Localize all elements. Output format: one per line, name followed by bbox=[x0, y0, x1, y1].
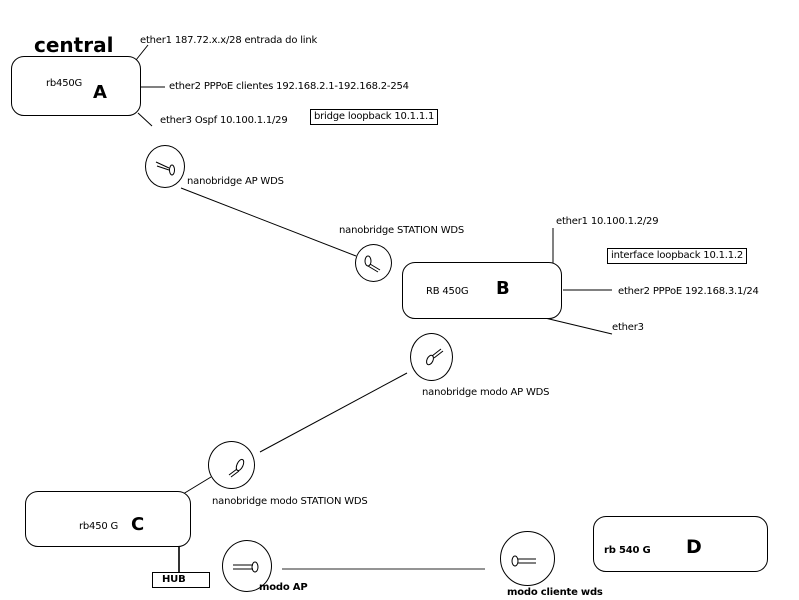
antenna-bc-ap-label: nanobridge modo AP WDS bbox=[422, 387, 550, 398]
router-d-letter: D bbox=[686, 536, 702, 558]
antenna-bc-station[interactable] bbox=[208, 441, 255, 489]
antenna-ab-station[interactable] bbox=[355, 244, 392, 282]
antenna-ab-ap[interactable] bbox=[145, 145, 185, 188]
site-title: central bbox=[34, 33, 114, 57]
antenna-ab-station-label: nanobridge STATION WDS bbox=[339, 225, 465, 236]
router-a[interactable] bbox=[11, 56, 141, 116]
b-ether2-label: ether2 PPPoE 192.168.3.1/24 bbox=[618, 286, 759, 297]
hub-box[interactable]: HUB bbox=[152, 572, 210, 588]
antenna-cd-client[interactable] bbox=[500, 531, 555, 586]
antenna-cd-ap-label: modo AP bbox=[259, 582, 308, 593]
bc-wireless-link bbox=[259, 372, 408, 453]
b-loopback-box: interface loopback 10.1.1.2 bbox=[607, 248, 748, 264]
b-ether3-line bbox=[544, 317, 613, 335]
router-a-letter: A bbox=[93, 82, 107, 103]
router-b-letter: B bbox=[496, 278, 510, 299]
antenna-bc-station-label: nanobridge modo STATION WDS bbox=[212, 496, 368, 507]
router-b-model: RB 450G bbox=[426, 286, 469, 297]
hub-label: HUB bbox=[162, 574, 186, 585]
antenna-cd-ap[interactable] bbox=[222, 540, 272, 592]
antenna-cd-client-label: modo cliente wds bbox=[507, 587, 603, 598]
a-ether3-line bbox=[137, 112, 153, 127]
b-ether3-label: ether3 bbox=[612, 322, 644, 333]
a-ether1-line bbox=[135, 44, 149, 61]
router-c[interactable] bbox=[25, 491, 191, 547]
antenna-ab-ap-label: nanobridge AP WDS bbox=[187, 176, 284, 187]
ab-wireless-link bbox=[180, 187, 357, 257]
router-b[interactable] bbox=[402, 262, 562, 319]
bc-station-to-c-line bbox=[182, 476, 212, 495]
a-ether2-label: ether2 PPPoE clientes 192.168.2.1-192.16… bbox=[169, 81, 409, 92]
antenna-bc-ap[interactable] bbox=[410, 333, 453, 381]
a-ether1-label: ether1 187.72.x.x/28 entrada do link bbox=[140, 35, 318, 46]
router-d[interactable] bbox=[593, 516, 768, 572]
router-d-model: rb 540 G bbox=[604, 545, 651, 556]
router-c-model: rb450 G bbox=[79, 521, 119, 532]
b-ether1-label: ether1 10.100.1.2/29 bbox=[556, 216, 659, 227]
router-c-letter: C bbox=[131, 514, 145, 535]
router-a-model: rb450G bbox=[46, 78, 83, 89]
a-loopback-box: bridge loopback 10.1.1.1 bbox=[310, 109, 439, 125]
a-ether3-label: ether3 Ospf 10.100.1.1/29 bbox=[160, 115, 288, 126]
